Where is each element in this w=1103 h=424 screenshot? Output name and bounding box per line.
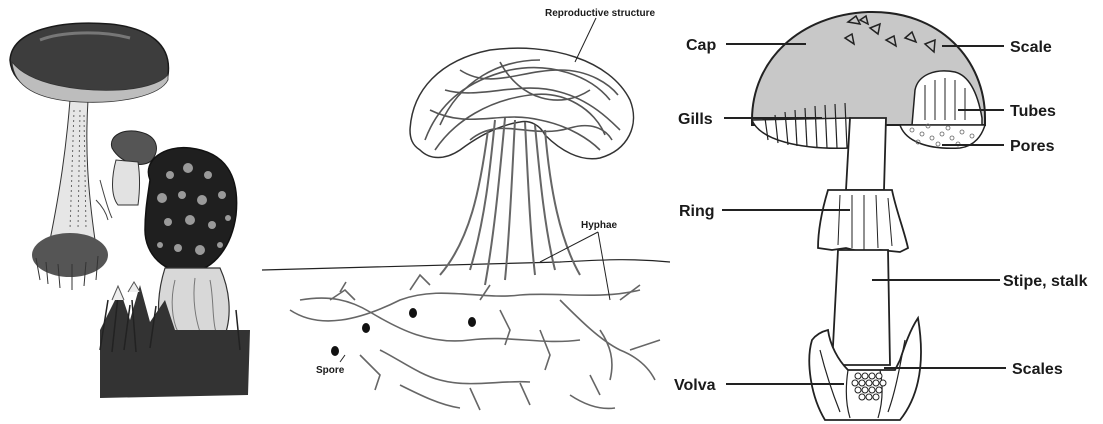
anatomy-diagram xyxy=(722,12,1006,420)
ring-label: Ring xyxy=(679,203,715,220)
cap-hyphae-tangle xyxy=(425,60,620,150)
scales-label: Scales xyxy=(1012,361,1063,378)
mushroom-illustration xyxy=(10,23,250,398)
cap-label: Cap xyxy=(686,37,716,54)
underground-hyphae xyxy=(290,275,660,410)
stalk-hyphae xyxy=(440,118,580,285)
mycelium-diagram xyxy=(262,18,670,410)
soil-line xyxy=(262,260,670,270)
large-morel xyxy=(145,148,237,335)
stipe-label: Stipe, stalk xyxy=(1003,273,1088,290)
ring-shape xyxy=(818,190,908,252)
spore-label: Spore xyxy=(316,365,345,376)
scale-label: Scale xyxy=(1010,39,1052,56)
pores-label: Pores xyxy=(1010,138,1055,155)
spores xyxy=(331,308,476,356)
gills-label: Gills xyxy=(678,111,713,128)
reproductive-structure-label: Reproductive structure xyxy=(545,8,655,19)
volva-label: Volva xyxy=(674,377,716,394)
hyphae-label: Hyphae xyxy=(581,220,618,231)
fruiting-body xyxy=(410,48,633,159)
tubes-label: Tubes xyxy=(1010,103,1056,120)
